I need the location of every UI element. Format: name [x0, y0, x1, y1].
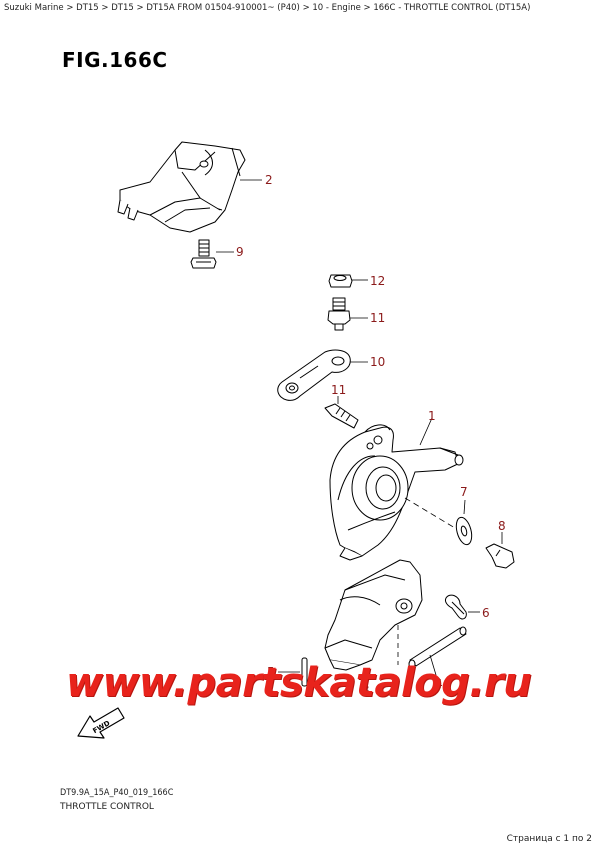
part-11-stud-upper: [327, 297, 351, 331]
part-5-pin: [301, 657, 308, 687]
callout-6: 6: [482, 606, 490, 620]
part-6-cotter-pin: [445, 594, 467, 620]
callout-3: 3: [362, 683, 370, 697]
callout-11-upper: 11: [370, 311, 385, 325]
breadcrumb: Suzuki Marine > DT15 > DT15 > DT15A FROM…: [4, 3, 531, 13]
callout-2: 2: [265, 173, 273, 187]
part-4-pin: [408, 626, 467, 669]
callout-1: 1: [428, 409, 436, 423]
callout-12: 12: [370, 274, 385, 288]
fwd-arrow-icon: [77, 707, 125, 739]
figure-title: FIG.166C: [62, 48, 168, 72]
part-2-bracket: [117, 141, 246, 233]
part-10-lever: [277, 349, 351, 401]
part-11-bolt-lower: [324, 403, 359, 429]
page-indicator: Страница с 1 по 2: [506, 834, 592, 844]
callout-11-lower: 11: [331, 383, 346, 397]
diagram-code: DT9.9A_15A_P40_019_166C: [60, 788, 174, 798]
part-8-bolt: [485, 543, 515, 569]
diagram-caption: THROTTLE CONTROL: [60, 802, 154, 812]
callout-8: 8: [498, 519, 506, 533]
part-3-housing: [324, 559, 423, 671]
part-9-bolt: [190, 239, 217, 269]
watermark: www.partskatalog.ru: [66, 660, 532, 706]
callout-10: 10: [370, 355, 385, 369]
callout-9: 9: [236, 245, 244, 259]
callout-7: 7: [460, 485, 468, 499]
callout-5: 5: [267, 665, 275, 679]
part-7-washer: [455, 516, 473, 546]
part-12-nut: [328, 274, 353, 288]
part-1-throttle-body: [329, 424, 464, 561]
callout-4: 4: [435, 677, 443, 691]
